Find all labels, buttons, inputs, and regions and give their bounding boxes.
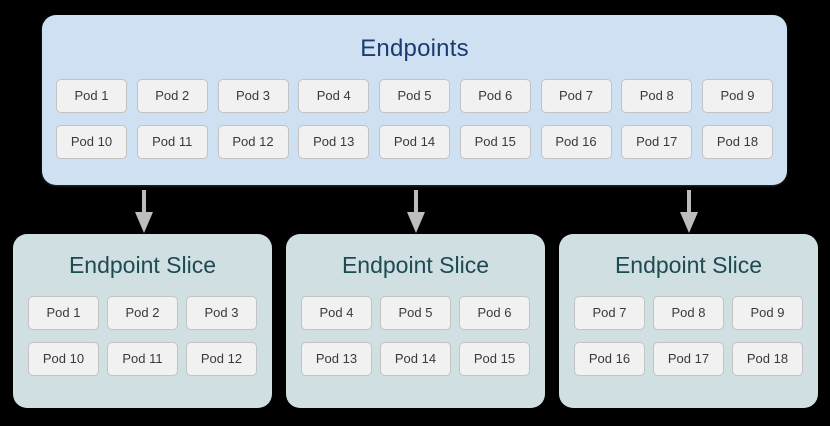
pod-chip[interactable]: Pod 8	[653, 296, 724, 330]
arrow-down-icon	[678, 190, 700, 234]
pod-chip[interactable]: Pod 1	[56, 79, 127, 113]
endpoint-slice-title: Endpoint Slice	[341, 252, 490, 278]
pod-chip[interactable]: Pod 17	[621, 125, 693, 159]
pod-chip[interactable]: Pod 13	[301, 342, 372, 376]
pod-chip[interactable]: Pod 15	[459, 342, 530, 376]
pod-chip[interactable]: Pod 11	[136, 125, 208, 159]
endpoint-slice-title: Endpoint Slice	[614, 252, 763, 278]
pod-chip[interactable]: Pod 9	[702, 79, 773, 113]
endpoint-slice-pod-grid: Pod 4 Pod 5 Pod 6 Pod 13 Pod 14 Pod 15	[301, 296, 530, 376]
pod-chip[interactable]: Pod 5	[379, 79, 450, 113]
endpoint-slice-pod-row-1: Pod 7 Pod 8 Pod 9	[574, 296, 803, 330]
endpoints-container: Endpoints Pod 1 Pod 2 Pod 3 Pod 4 Pod 5 …	[42, 15, 787, 185]
arrow-down-icon	[405, 190, 427, 234]
endpoints-pod-row-1: Pod 1 Pod 2 Pod 3 Pod 4 Pod 5 Pod 6 Pod …	[56, 79, 773, 113]
pod-chip[interactable]: Pod 10	[28, 342, 99, 376]
pod-chip[interactable]: Pod 10	[56, 125, 127, 159]
pod-chip[interactable]: Pod 16	[574, 342, 645, 376]
endpoints-pod-grid: Pod 1 Pod 2 Pod 3 Pod 4 Pod 5 Pod 6 Pod …	[56, 79, 773, 159]
pod-chip[interactable]: Pod 18	[732, 342, 803, 376]
pod-chip[interactable]: Pod 12	[217, 125, 289, 159]
pod-chip[interactable]: Pod 14	[379, 125, 450, 159]
pod-chip[interactable]: Pod 4	[298, 79, 370, 113]
pod-chip[interactable]: Pod 2	[107, 296, 178, 330]
pod-chip[interactable]: Pod 4	[301, 296, 372, 330]
pod-chip[interactable]: Pod 7	[540, 79, 612, 113]
pod-chip[interactable]: Pod 12	[186, 342, 257, 376]
arrow-down-icon	[133, 190, 155, 234]
endpoint-slice-pod-row-1: Pod 1 Pod 2 Pod 3	[28, 296, 257, 330]
pod-chip[interactable]: Pod 1	[28, 296, 99, 330]
endpoint-slice-container-3: Endpoint Slice Pod 7 Pod 8 Pod 9 Pod 16 …	[559, 234, 818, 408]
pod-chip[interactable]: Pod 3	[186, 296, 257, 330]
endpoint-slice-pod-row-1: Pod 4 Pod 5 Pod 6	[301, 296, 530, 330]
endpoint-slice-container-2: Endpoint Slice Pod 4 Pod 5 Pod 6 Pod 13 …	[286, 234, 545, 408]
pod-chip[interactable]: Pod 14	[380, 342, 451, 376]
pod-chip[interactable]: Pod 15	[459, 125, 531, 159]
pod-chip[interactable]: Pod 5	[380, 296, 451, 330]
endpoints-pod-row-2: Pod 10 Pod 11 Pod 12 Pod 13 Pod 14 Pod 1…	[56, 125, 773, 159]
endpoint-slice-pod-row-2: Pod 10 Pod 11 Pod 12	[28, 342, 257, 376]
pod-chip[interactable]: Pod 8	[621, 79, 693, 113]
pod-chip[interactable]: Pod 6	[459, 79, 531, 113]
pod-chip[interactable]: Pod 7	[574, 296, 645, 330]
endpoint-slice-pod-grid: Pod 7 Pod 8 Pod 9 Pod 16 Pod 17 Pod 18	[574, 296, 803, 376]
endpoints-title: Endpoints	[360, 35, 469, 62]
pod-chip[interactable]: Pod 16	[540, 125, 612, 159]
pod-chip[interactable]: Pod 13	[298, 125, 370, 159]
pod-chip[interactable]: Pod 11	[107, 342, 178, 376]
pod-chip[interactable]: Pod 18	[702, 125, 773, 159]
endpoint-slice-pod-row-2: Pod 13 Pod 14 Pod 15	[301, 342, 530, 376]
endpoint-slice-title: Endpoint Slice	[68, 252, 217, 278]
endpoint-slice-container-1: Endpoint Slice Pod 1 Pod 2 Pod 3 Pod 10 …	[13, 234, 272, 408]
endpoint-slice-pod-row-2: Pod 16 Pod 17 Pod 18	[574, 342, 803, 376]
pod-chip[interactable]: Pod 17	[653, 342, 724, 376]
pod-chip[interactable]: Pod 2	[136, 79, 208, 113]
pod-chip[interactable]: Pod 9	[732, 296, 803, 330]
pod-chip[interactable]: Pod 3	[217, 79, 289, 113]
endpoint-slice-pod-grid: Pod 1 Pod 2 Pod 3 Pod 10 Pod 11 Pod 12	[28, 296, 257, 376]
pod-chip[interactable]: Pod 6	[459, 296, 530, 330]
